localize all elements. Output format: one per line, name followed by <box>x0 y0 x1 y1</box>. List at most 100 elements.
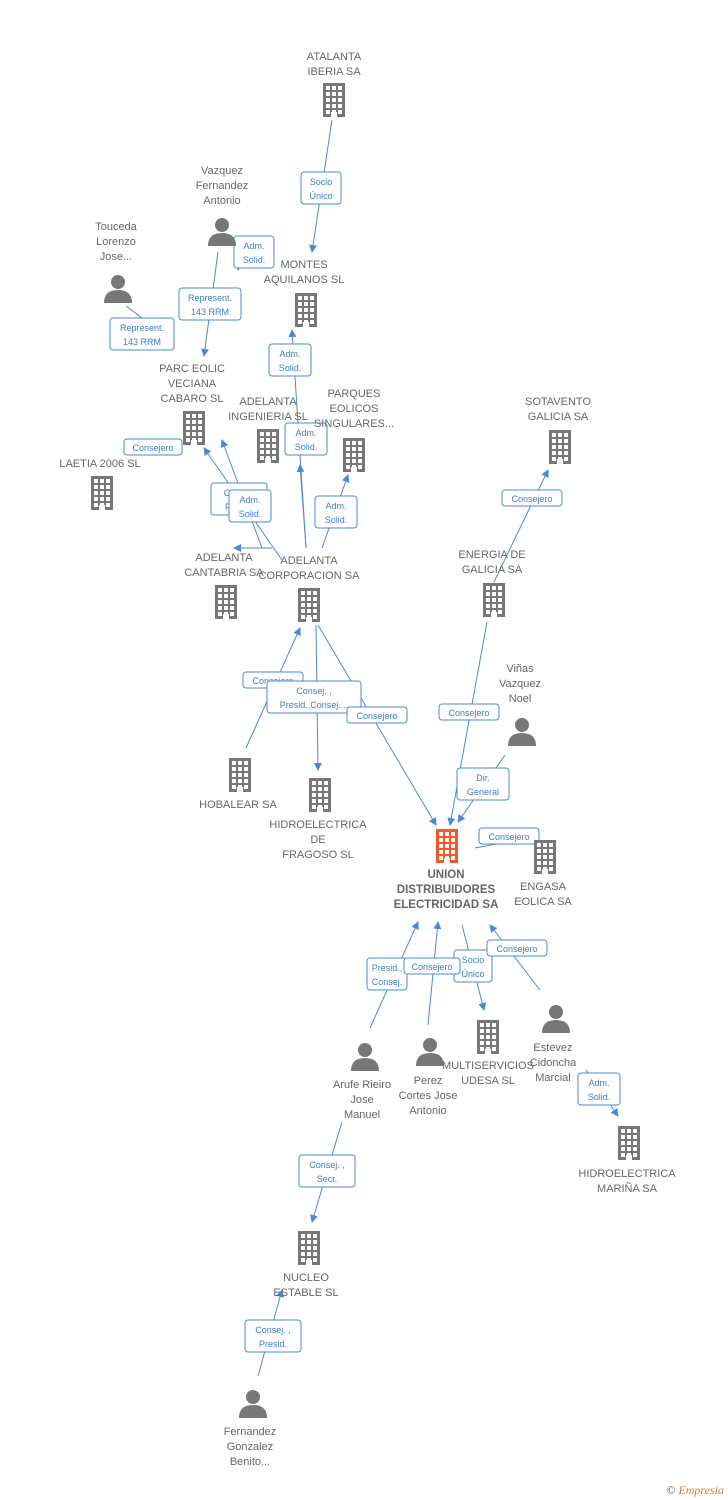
node-nucleo[interactable]: NUCLEO ESTABLE SL <box>273 1231 339 1299</box>
edge-label-box <box>298 1154 356 1188</box>
edge-label-text: Adm. <box>295 428 316 438</box>
node-label: Fernandez <box>196 180 249 192</box>
edge-label[interactable]: Represent.143 RRM <box>178 287 242 321</box>
building-icon <box>534 840 556 874</box>
edge-energia-to-sotavento <box>493 469 549 583</box>
node-label: Perez <box>414 1075 443 1087</box>
edge-label-box <box>228 489 272 523</box>
edge-label[interactable]: Consejero <box>438 703 500 721</box>
edge-label[interactable]: Consej. ,Presid.,Consej.... <box>266 680 362 714</box>
node-label: PARQUES <box>328 388 381 400</box>
edge-label[interactable]: Adm.Solid. <box>228 489 272 523</box>
edge-label-text: Consejero <box>511 494 552 504</box>
edge-label[interactable]: Consejero <box>346 706 408 724</box>
node-parques[interactable]: PARQUES EOLICOS SINGULARES... <box>314 388 394 472</box>
edge-label-box <box>478 827 540 845</box>
edge-label[interactable]: Represent.143 RRM <box>109 317 175 351</box>
edge-label[interactable]: Presid.,Consej. <box>366 957 408 991</box>
edge-label-box <box>403 957 461 975</box>
node-label: Jose... <box>100 251 132 263</box>
node-label: DISTRIBUIDORES <box>397 884 496 896</box>
node-label: CANTABRIA SA <box>184 567 264 579</box>
node-label: IBERIA SA <box>307 66 361 78</box>
building-icon <box>436 829 458 863</box>
building-icon <box>298 1231 320 1265</box>
edge-label-box <box>486 939 548 957</box>
person-icon <box>351 1043 379 1071</box>
building-icon <box>257 429 279 463</box>
node-label: NUCLEO <box>283 1272 329 1284</box>
edge-line <box>493 469 549 583</box>
building-icon <box>229 758 251 792</box>
node-label: Antonio <box>203 195 240 207</box>
edge-label-box <box>178 287 242 321</box>
edge-label[interactable]: Adm.Solid. <box>577 1072 621 1106</box>
edge-label[interactable]: Adm.Solid. <box>314 495 358 529</box>
node-label: EOLICA SA <box>514 896 572 908</box>
person-icon <box>104 275 132 303</box>
edge-label-text: Solid. <box>588 1092 611 1102</box>
edge-label[interactable]: Consejero <box>478 827 540 845</box>
edge-label-box <box>268 343 312 377</box>
node-label: AQUILANOS SL <box>264 274 345 286</box>
edge-label-text: Consej. , <box>309 1160 345 1170</box>
person-icon <box>239 1390 267 1418</box>
edge-label-text: Consejero <box>356 711 397 721</box>
edge-label[interactable]: Consej. , Secr. <box>298 1154 356 1188</box>
building-icon <box>295 293 317 327</box>
edge-label[interactable]: Consejero <box>486 939 548 957</box>
node-label: PARC EOLIC <box>159 363 225 375</box>
node-label: SINGULARES... <box>314 418 394 430</box>
edge-label[interactable]: Consejero <box>403 957 461 975</box>
node-label: Benito... <box>230 1456 270 1468</box>
node-label: MARIÑA SA <box>597 1182 658 1195</box>
edge-line <box>489 924 541 991</box>
node-label: ADELANTA <box>239 396 297 408</box>
node-laetia[interactable]: LAETIA 2006 SL <box>59 458 141 510</box>
edge-label[interactable]: Adm.Solid. <box>268 343 312 377</box>
person-icon <box>208 218 236 246</box>
node-label: EOLICOS <box>330 403 379 415</box>
edge-label[interactable]: Adm.Solid. <box>233 235 275 269</box>
edge-label[interactable]: Consejero <box>123 438 183 456</box>
edge-label[interactable]: Consej. ,Presid. <box>244 1319 302 1353</box>
node-touceda[interactable]: ToucedaLorenzoJose... <box>95 221 138 303</box>
node-label: LAETIA 2006 SL <box>59 458 140 470</box>
brand-logo[interactable]: Empresia <box>678 1483 724 1497</box>
node-hobalear[interactable]: HOBALEAR SA <box>199 758 277 811</box>
node-label: ESTABLE SL <box>273 1287 338 1299</box>
edge-line <box>317 624 437 826</box>
edge-label-text: Consej. <box>372 977 403 987</box>
node-fernandez[interactable]: FernandezGonzalezBenito... <box>224 1390 277 1468</box>
node-label: Vazquez <box>499 678 541 690</box>
node-label: UNION <box>427 869 464 881</box>
edge-label-text: Secr. <box>317 1174 338 1184</box>
node-label: ENERGIA DE <box>458 549 525 561</box>
edge-label[interactable]: Adm.Solid. <box>284 422 328 456</box>
edge-label[interactable]: Consejero <box>501 489 563 507</box>
node-label: Marcial <box>535 1072 570 1084</box>
building-icon <box>483 583 505 617</box>
edge-label[interactable]: Dir.General <box>456 767 510 801</box>
